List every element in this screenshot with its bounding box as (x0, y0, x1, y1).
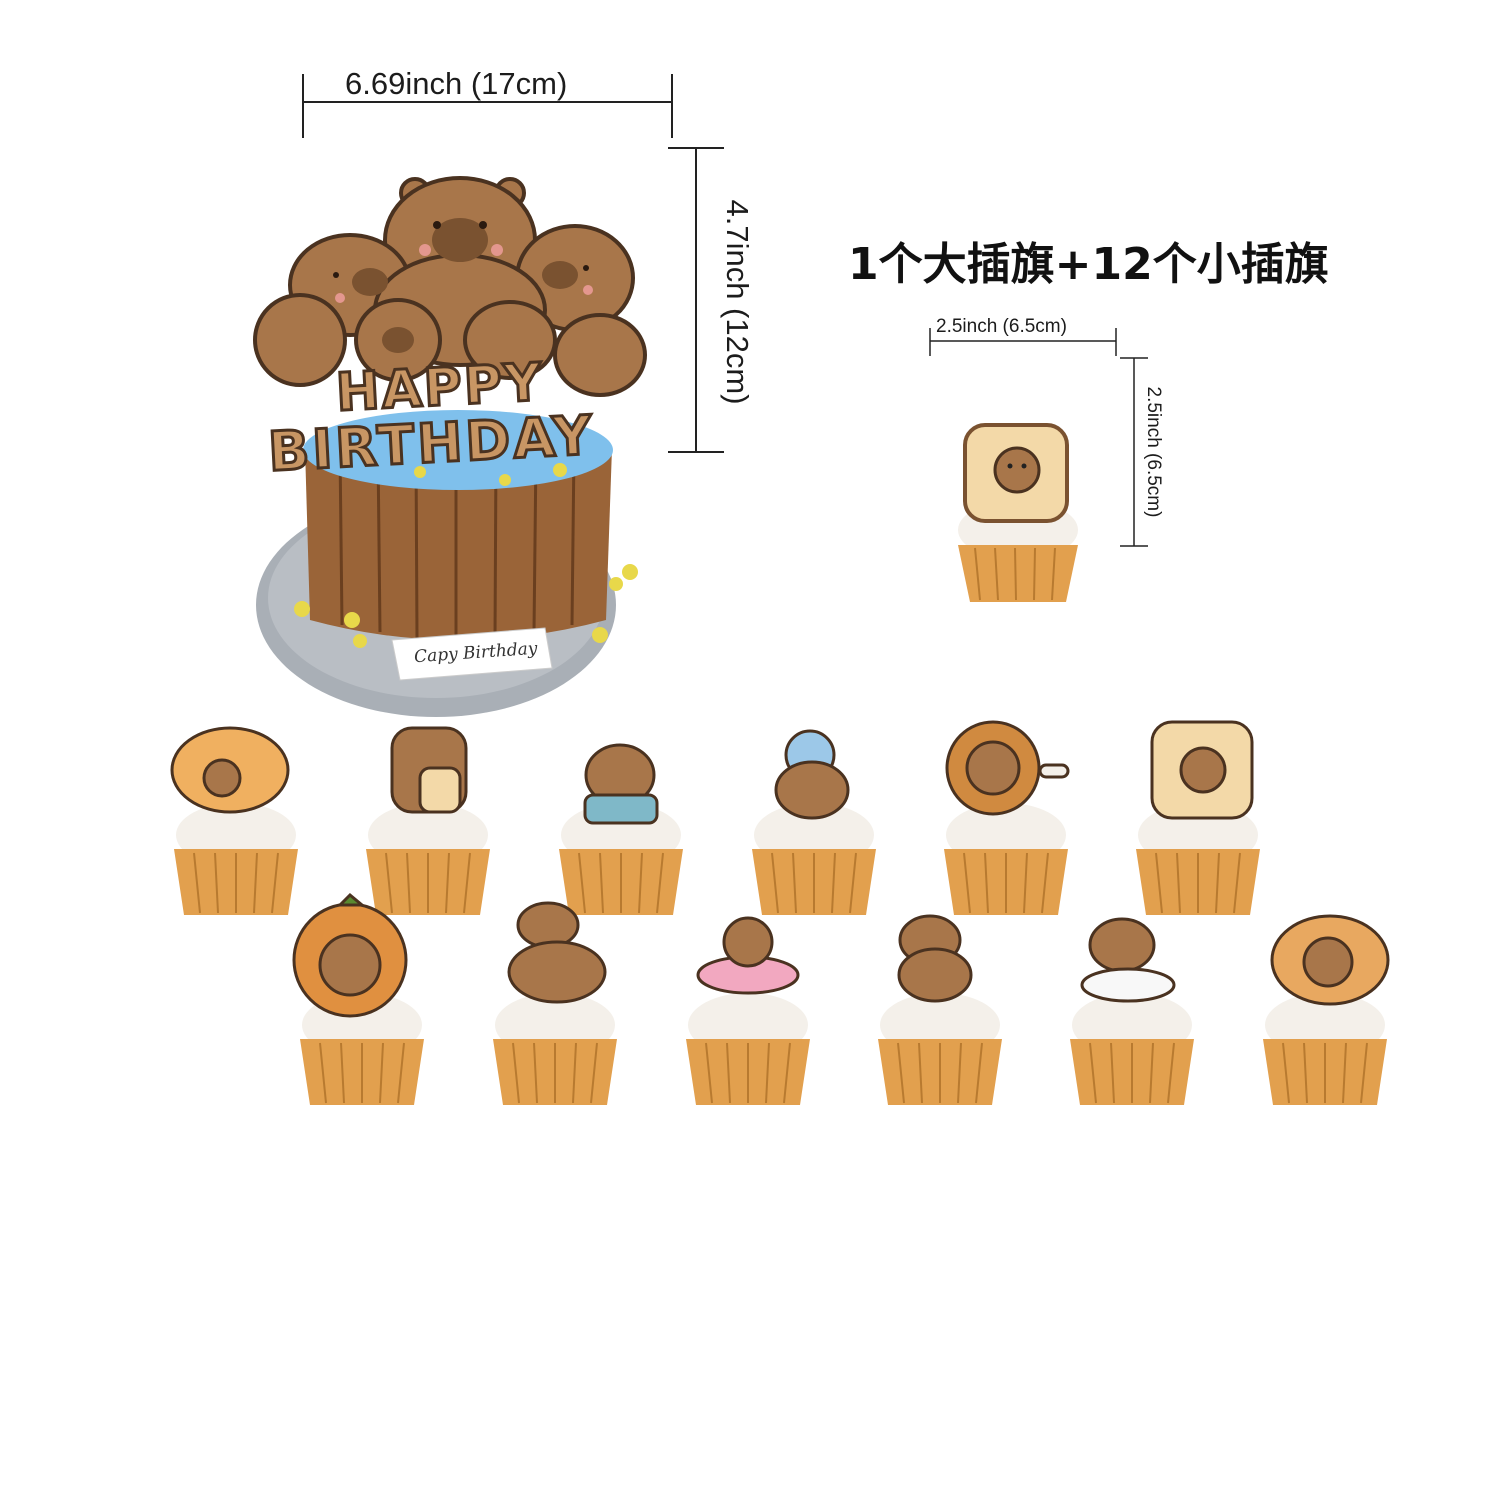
topper-capybara-goose (1080, 917, 1176, 1003)
topper-capybara-stack (507, 901, 607, 1004)
topper-capybara-lotus (696, 916, 800, 995)
small-width-label: 2.5inch (6.5cm) (936, 316, 1067, 337)
topper-melon-bun (170, 726, 290, 814)
topper-chicken-leg (945, 720, 1070, 816)
topper-taiyaki (1270, 914, 1390, 1006)
birthday-plaque (391, 627, 553, 681)
topper-capybara-sack (390, 726, 468, 814)
topper-capybara-astronaut (774, 729, 850, 820)
large-width-label: 6.69inch (17cm) (345, 66, 568, 101)
blue-water (303, 410, 613, 490)
topper-capybara-pair (897, 914, 973, 1003)
topper-toast (1150, 720, 1254, 820)
topper-capybara-bath (583, 743, 659, 825)
product-heading: 1个大插旗+12个小插旗 (848, 239, 1329, 290)
topper-persimmon (292, 892, 408, 1018)
